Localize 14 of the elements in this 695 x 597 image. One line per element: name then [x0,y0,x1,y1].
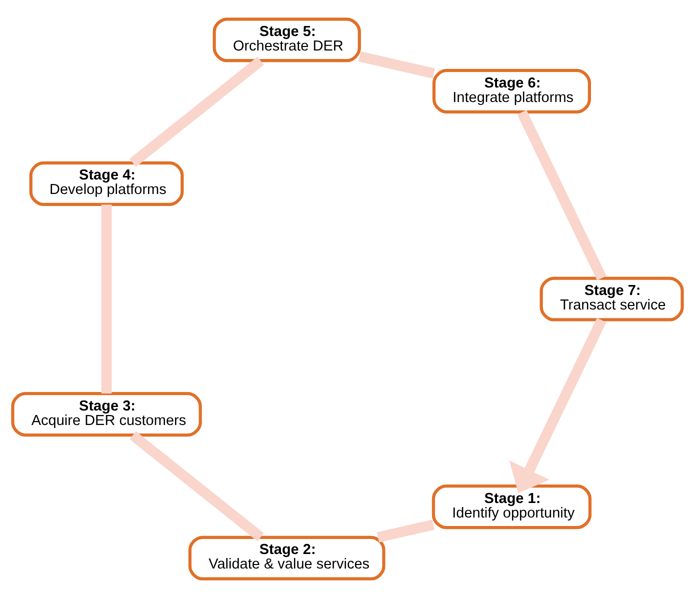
node-box: Stage 6: Integrate platforms [432,68,591,113]
node-box: Stage 3: Acquire DER customers [11,392,202,436]
connector [130,56,264,166]
connector [130,430,264,541]
connector [358,50,435,78]
node-box: Stage 7: Transact service [540,276,684,321]
connector [376,519,435,542]
arrow [509,317,606,493]
node-box: Stage 5: Orchestrate DER [212,17,361,62]
node-box: Stage 4: Develop platforms [29,160,184,206]
node-box: Stage 1: Identify opportunity [432,484,592,529]
connector [517,110,606,280]
connector [101,204,112,393]
node-box: Stage 2: Validate & value services [188,535,386,580]
